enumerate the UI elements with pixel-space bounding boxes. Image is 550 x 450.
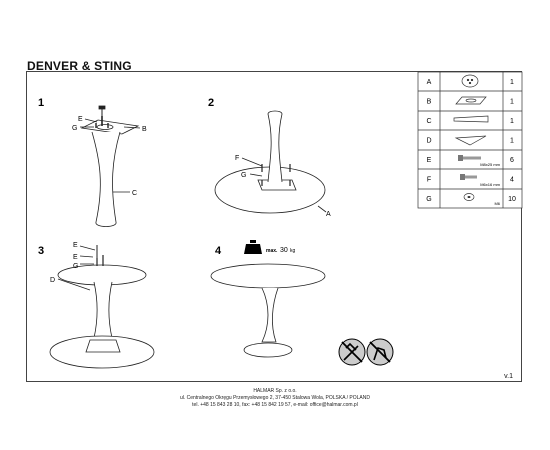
part-letter-d: D	[426, 138, 431, 145]
part-spec-f: M6x16 mm	[480, 182, 500, 187]
callout-step1-b: B	[142, 126, 147, 133]
part-qty-b: 1	[510, 99, 514, 106]
version-label: v.1	[504, 373, 513, 380]
footer-company: HALMAR Sp. z o.o.	[253, 388, 297, 394]
tabletop-4	[210, 263, 326, 289]
part-qty-e: 6	[510, 157, 514, 164]
instruction-frame: v.1	[26, 71, 522, 382]
part-letter-b: B	[427, 99, 432, 106]
callout-step2-f: F	[235, 155, 239, 162]
footer-address: ul. Centralnego Okręgu Przemysłowego 2, …	[179, 395, 370, 401]
callout-step3-e-2: E	[73, 254, 78, 261]
part-letter-c: C	[426, 118, 431, 125]
column	[91, 131, 121, 227]
washer-icon	[463, 193, 475, 201]
callout-step3-e-1: E	[73, 242, 78, 249]
step-number-3: 3	[38, 245, 44, 257]
mounting-plate-icon	[455, 96, 487, 105]
bolt-long-icon	[458, 155, 481, 161]
step-number-2: 2	[208, 97, 214, 109]
part-letter-g: G	[426, 196, 431, 203]
bolt-short-icon	[460, 174, 477, 180]
part-qty-g: 10	[508, 196, 516, 203]
step2-illustration	[214, 110, 327, 214]
plate-hole	[96, 124, 114, 130]
no-standing-warning-icon	[338, 338, 366, 366]
part-letter-a: A	[427, 79, 432, 86]
callout-step1-g: G	[72, 125, 77, 132]
step3-illustration	[49, 245, 155, 369]
part-letter-f: F	[427, 177, 431, 184]
weight-icon	[244, 240, 262, 254]
callout-step1-c: C	[132, 190, 137, 197]
column-3	[93, 281, 113, 339]
step-number-4: 4	[215, 245, 222, 257]
column-2	[267, 110, 283, 183]
callout-step2-g: G	[241, 172, 246, 179]
base-4	[243, 342, 293, 358]
page-title: DENVER & STING	[27, 59, 132, 73]
part-qty-d: 1	[510, 138, 514, 145]
part-qty-c: 1	[510, 118, 514, 125]
column-4	[261, 287, 279, 343]
part-spec-g: M6	[494, 201, 500, 206]
step1-illustration	[80, 105, 141, 227]
max-load-unit: kg	[290, 248, 296, 254]
step4-illustration	[210, 263, 326, 358]
footer-contact: tel. +48 15 843 28 10, fax: +48 15 842 1…	[192, 402, 358, 408]
callout-step3-d: D	[50, 277, 55, 284]
no-sitting-warning-icon	[366, 338, 394, 366]
part-spec-e: M8x25 mm	[480, 162, 500, 167]
step-number-1: 1	[38, 97, 44, 109]
max-load-prefix: max.	[266, 248, 278, 254]
callout-step2-a: A	[326, 211, 331, 218]
part-letter-e: E	[427, 157, 432, 164]
tabletop-icon	[461, 74, 479, 88]
part-qty-a: 1	[510, 79, 514, 86]
column-icon	[453, 115, 489, 123]
max-load-value: 30	[280, 247, 288, 254]
part-qty-f: 4	[510, 177, 514, 184]
callout-step3-g: G	[73, 263, 78, 270]
base-icon	[454, 135, 487, 146]
parts-table	[417, 71, 523, 209]
callout-step1-e: E	[78, 116, 83, 123]
base-plate-3	[85, 339, 121, 353]
